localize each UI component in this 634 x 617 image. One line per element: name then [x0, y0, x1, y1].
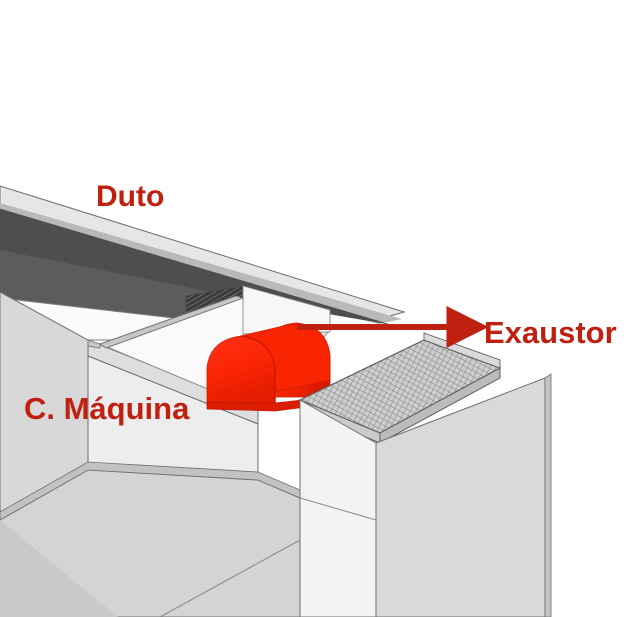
label-duto: Duto — [96, 180, 165, 213]
duct-rail-shadow — [0, 203, 402, 324]
machine-room-back-wall — [242, 285, 331, 335]
exhaust-fan-assembly — [206, 322, 331, 412]
floor-slab-assembly — [0, 461, 377, 617]
exhaust-dome-seam — [240, 335, 276, 403]
grille-slab-back-rim — [423, 332, 501, 369]
floor-slab-fold-line — [159, 539, 301, 617]
machine-room-upper-ledge — [99, 295, 245, 349]
label-exaustor: Exaustor — [484, 315, 617, 350]
grille-slab-right-edge — [379, 367, 501, 444]
floor-slab-notch — [299, 497, 377, 521]
machine-room-left-rim — [87, 339, 101, 349]
right-wall-right-edge — [544, 373, 552, 617]
label-c-maquina: C. Máquina — [24, 391, 190, 426]
floor-slab-shadow-triangle — [0, 520, 118, 617]
